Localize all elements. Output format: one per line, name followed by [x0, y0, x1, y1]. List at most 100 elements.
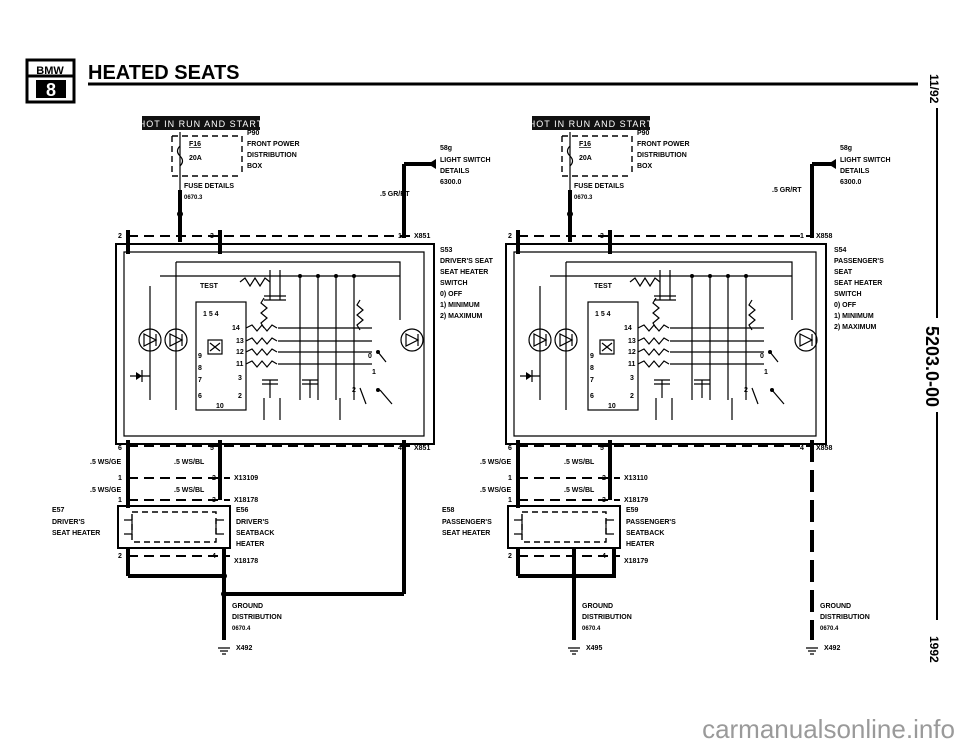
label-left-front-power-2: DISTRIBUTION [247, 152, 297, 159]
label-left-wire-wsbl1: .5 WS/BL [174, 459, 205, 466]
label-left-fuse-amp: 20A [189, 155, 202, 162]
label-right-p13: 13 [628, 338, 636, 345]
label-right-pin-2d: 2 [508, 553, 512, 560]
label-right-pin-1b: 1 [508, 475, 512, 482]
label-left-pin-3: 3 [210, 233, 214, 240]
label-right-p12: 12 [628, 349, 636, 356]
bmw-logo: BMW 8 [25, 58, 76, 104]
label-left-p14: 14 [232, 325, 240, 332]
label-right-pin-1c: 1 [508, 497, 512, 504]
label-right-p3: 3 [630, 375, 634, 382]
label-right-sw0: 0 [760, 353, 764, 360]
label-right-p90: P90 [637, 130, 650, 137]
label-left-p11: 11 [236, 361, 244, 368]
label-right-ground-conn: X495 [586, 645, 602, 652]
label-left-front-power-3: BOX [247, 163, 263, 170]
label-right-e58: E58 [442, 507, 455, 514]
label-left-light-details: DETAILS [440, 168, 470, 175]
label-left-pin-6: 6 [118, 445, 122, 452]
label-right-sw2: 2 [744, 387, 748, 394]
label-right-pin-3c: 3 [602, 497, 606, 504]
label-right-ground2-ref: 0670.4 [820, 626, 839, 632]
label-right-p7: 7 [590, 377, 594, 384]
label-right-conn-x18179b: X18179 [624, 558, 648, 565]
watermark: carmanualsonline.info [702, 714, 955, 744]
label-left-ground-conn: X492 [236, 645, 252, 652]
label-left-wire-wsbl2: .5 WS/BL [174, 487, 205, 494]
label-left-back-3: HEATER [236, 541, 264, 548]
label-right-switch-3: SEAT HEATER [834, 280, 882, 287]
right-banner: HOT IN RUN AND START [529, 116, 652, 130]
label-right-wire-wsbl1: .5 WS/BL [564, 459, 595, 466]
label-right-p8: 8 [590, 365, 594, 372]
label-left-front-power-1: FRONT POWER [247, 141, 300, 148]
label-left-p10: 10 [216, 403, 224, 410]
label-right-back-2: SEATBACK [626, 530, 664, 537]
label-right-back-1: PASSENGER'S [626, 519, 676, 526]
label-right-fuse-amp: 20A [579, 155, 592, 162]
label-left-pin-5: 5 [210, 445, 214, 452]
label-right-p6: 6 [590, 393, 594, 400]
label-left-back-1: DRIVER'S [236, 519, 269, 526]
logo-brand: BMW [36, 65, 64, 77]
label-right-switch-2: SEAT [834, 269, 853, 276]
label-right-wire-wsge2: .5 WS/GE [480, 487, 511, 494]
label-right-fuse-details: FUSE DETAILS [574, 183, 624, 190]
label-left-pin-1c: 1 [118, 497, 122, 504]
label-right-front-power-2: DISTRIBUTION [637, 152, 687, 159]
label-left-ground-2: DISTRIBUTION [232, 614, 282, 621]
label-right-wire-wsge1: .5 WS/GE [480, 459, 511, 466]
label-left-fuse-details-ref: 0670.3 [184, 195, 203, 201]
label-right-off: 0) OFF [834, 302, 857, 309]
label-left-pin-1b: 1 [118, 475, 122, 482]
label-right-light-details: DETAILS [840, 168, 870, 175]
label-left-switch-3: SWITCH [440, 280, 468, 287]
label-left-p9: 9 [198, 353, 202, 360]
label-right-s54: S54 [834, 247, 847, 254]
label-left-light-ref: 6300.0 [440, 179, 462, 186]
page-title: HEATED SEATS [88, 62, 240, 84]
label-right-pins-top: 1 5 4 [595, 311, 611, 318]
left-circuit: HOT IN RUN AND START F16 20A P90 FRONT P… [52, 116, 494, 655]
label-left-conn-x851a: X851 [414, 233, 430, 240]
label-left-pin-2b: 2 [212, 475, 216, 482]
label-right-p14: 14 [624, 325, 632, 332]
label-left-test: TEST [200, 283, 219, 290]
label-left-conn-x851b: X851 [414, 445, 430, 452]
label-left-banner: HOT IN RUN AND START [139, 119, 264, 129]
label-left-wire-grrt: .5 GR/RT [380, 191, 410, 198]
label-right-fuse-details-ref: 0670.3 [574, 195, 593, 201]
label-left-back-2: SEATBACK [236, 530, 274, 537]
label-right-e59: E59 [626, 507, 639, 514]
label-right-back-3: HEATER [626, 541, 654, 548]
label-left-pin-3c: 3 [212, 497, 216, 504]
label-left-s58g: 58g [440, 145, 452, 152]
label-left-light-switch: LIGHT SWITCH [440, 157, 491, 164]
label-right-sw1: 1 [764, 369, 768, 376]
label-left-conn-x18178: X18178 [234, 497, 258, 504]
label-right-pin-4d: 4 [602, 553, 606, 560]
label-right-conn-x858b: X858 [816, 445, 832, 452]
label-left-wire-wsge2: .5 WS/GE [90, 487, 121, 494]
label-right-pin-3: 3 [600, 233, 604, 240]
label-right-p2: 2 [630, 393, 634, 400]
label-right-light-ref: 6300.0 [840, 179, 862, 186]
label-left-sw2: 2 [352, 387, 356, 394]
label-right-fuse: F16 [579, 141, 591, 148]
label-left-pin-2d: 2 [118, 553, 122, 560]
label-left-p3: 3 [238, 375, 242, 382]
label-right-pin-2: 2 [508, 233, 512, 240]
label-left-pin-1: 1 [398, 233, 402, 240]
label-right-front-power-3: BOX [637, 163, 653, 170]
doc-number: 5203.0-00 [922, 326, 942, 407]
label-left-switch-1: DRIVER'S SEAT [440, 258, 494, 265]
side-year: 1992 [927, 636, 941, 663]
label-right-light-switch: LIGHT SWITCH [840, 157, 891, 164]
label-right-s58g: 58g [840, 145, 852, 152]
label-left-conn-x18178b: X18178 [234, 558, 258, 565]
side-strip: 11/92 5203.0-00 1992 [922, 74, 942, 663]
label-right-ground2-conn: X492 [824, 645, 840, 652]
label-right-switch-1: PASSENGER'S [834, 258, 884, 265]
label-left-min: 1) MINIMUM [440, 302, 480, 309]
